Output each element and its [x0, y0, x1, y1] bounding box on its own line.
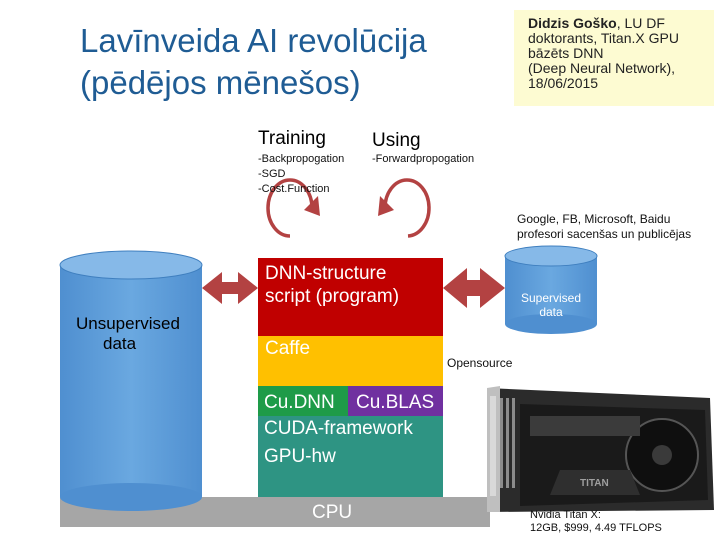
- supervised-data-cylinder: [504, 245, 598, 334]
- author-line-5: 18/06/2015: [528, 75, 599, 91]
- cublas-label: Cu.BLAS: [356, 392, 435, 413]
- cpu-label: CPU: [312, 502, 353, 523]
- supervised-line-1: Supervised: [520, 291, 582, 305]
- dnn-line-1: DNN-structure: [265, 263, 387, 284]
- competition-note: Google, FB, Microsoft, Baidu profesori s…: [517, 212, 691, 242]
- gpu-hw-label: GPU-hw: [264, 446, 336, 467]
- gpu-caption-line-2: 12GB, $999, 4.49 TFLOPS: [530, 522, 662, 534]
- dnn-structure-block: [258, 258, 443, 336]
- author-affiliation: , LU DF: [616, 15, 665, 31]
- slide-title: Lavīnveida AI revolūcija (pēdējos mēnešo…: [80, 20, 500, 104]
- training-cycle-arrow: [266, 178, 320, 238]
- training-item: -Backpropogation: [258, 153, 345, 165]
- title-line-2: (pēdējos mēnešos): [80, 64, 361, 101]
- dnn-line-2: script (program): [265, 286, 400, 307]
- unsupervised-data-cylinder: [59, 250, 203, 511]
- gpu-caption-line-1: Nvidia Titan X:: [530, 509, 601, 521]
- gpu-caption: Nvidia Titan X: 12GB, $999, 4.49 TFLOPS: [530, 509, 662, 535]
- gpu-hw-block: [258, 416, 443, 497]
- opensource-label: Opensource: [447, 356, 513, 370]
- training-heading: Training: [258, 128, 326, 149]
- supervised-line-2: data: [539, 305, 563, 319]
- unsupervised-line-2: data: [103, 334, 137, 353]
- author-info-box: Didzis Goško, LU DF doktorants, Titan.X …: [514, 10, 714, 106]
- training-item: -Cost.Function: [258, 183, 330, 195]
- note-line-2: profesori sacenšas un publicējas: [517, 227, 692, 241]
- unsupervised-data-label: Unsupervised data: [76, 314, 180, 354]
- using-item: -Forwardpropogation: [372, 153, 475, 165]
- cublas-block: [348, 386, 443, 416]
- svg-text:TITAN: TITAN: [580, 478, 609, 489]
- author-line-4: (Deep Neural Network),: [528, 60, 676, 76]
- unsupervised-line-1: Unsupervised: [76, 314, 180, 333]
- using-heading: Using: [372, 130, 421, 151]
- cudnn-label: Cu.DNN: [264, 392, 335, 413]
- author-line-1: Didzis Goško, LU DF: [528, 16, 714, 31]
- supervised-data-label: Supervised data: [505, 291, 597, 319]
- supervised-arrow: [443, 268, 505, 308]
- author-line-3: bāzēts DNN: [528, 45, 604, 61]
- author-line-2: doktorants, Titan.X GPU: [528, 30, 679, 46]
- note-line-1: Google, FB, Microsoft, Baidu: [517, 212, 671, 226]
- training-item: -SGD: [258, 168, 286, 180]
- author-name: Didzis Goško: [528, 15, 617, 31]
- using-list: -Forwardpropogation: [372, 152, 474, 167]
- unsupervised-arrow: [202, 272, 258, 304]
- caffe-label: Caffe: [265, 338, 311, 359]
- caffe-block: [258, 336, 443, 386]
- title-line-1: Lavīnveida AI revolūcija: [80, 22, 427, 59]
- dnn-structure-label: DNN-structure script (program): [265, 262, 399, 308]
- cuda-framework-label: CUDA-framework: [264, 418, 413, 439]
- nvidia-titan-x-image: TITAN: [487, 386, 714, 512]
- training-list: -Backpropogation -SGD -Cost.Function: [258, 152, 344, 197]
- using-cycle-arrow: [378, 178, 431, 238]
- cudnn-block: [258, 386, 348, 416]
